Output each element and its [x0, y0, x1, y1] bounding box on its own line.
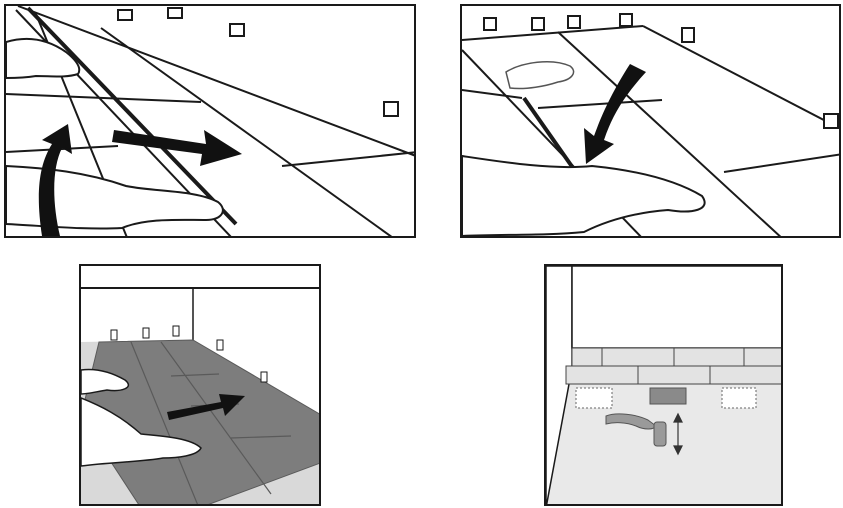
plank-seam — [170, 373, 220, 377]
spacer-block — [483, 17, 497, 31]
mallet-handle — [605, 413, 657, 430]
panel-step-1 — [4, 4, 416, 238]
lifted-plank-tongue — [26, 6, 238, 226]
floor-tile — [637, 365, 711, 385]
slide-right-arrow — [167, 394, 245, 420]
panel-4-illustration — [546, 266, 781, 504]
spacer-block — [681, 27, 695, 43]
plank-seam — [723, 153, 839, 173]
wall-base-line — [17, 6, 414, 157]
panel-1-illustration — [6, 6, 414, 236]
spacer-block — [531, 17, 545, 31]
panel-step-2 — [460, 4, 841, 238]
mallet-head — [653, 421, 667, 447]
spacer-block — [167, 7, 183, 19]
spacer-block — [619, 13, 633, 27]
plank-seam — [6, 145, 119, 153]
panel-2-illustration — [462, 13, 839, 236]
hand-lower — [81, 397, 202, 467]
floor-tile — [709, 365, 781, 385]
curved-lift-arrow — [38, 124, 72, 236]
plank-seam — [230, 435, 292, 439]
hand-top — [6, 37, 81, 79]
placed-piece-outline — [575, 387, 613, 409]
panel-step-3 — [79, 264, 321, 506]
hand-lower — [462, 154, 706, 236]
plank-seam — [462, 89, 523, 99]
hand-upper — [81, 368, 130, 395]
spacer-block — [823, 113, 839, 129]
spacer-block — [117, 9, 133, 21]
spacer-block — [172, 325, 180, 337]
plank-seam — [130, 341, 199, 504]
press-down-arrow — [584, 64, 646, 164]
panel-step-4 — [544, 264, 783, 506]
plank-seam — [281, 151, 414, 167]
wall-base-line — [462, 25, 644, 41]
spacer-block — [260, 371, 268, 383]
spacer-block — [110, 329, 118, 341]
spacer-block — [567, 15, 581, 29]
hand-upper — [505, 61, 575, 90]
spacer-block — [229, 23, 245, 37]
spacer-block — [216, 339, 224, 351]
plank-seam — [537, 99, 663, 109]
floor-tile — [565, 365, 639, 385]
back-wall — [571, 266, 781, 349]
tap-arrow-up-head — [673, 412, 683, 423]
spacer-block — [142, 327, 150, 339]
plank-seam — [6, 93, 202, 103]
placed-piece-outline — [721, 387, 757, 409]
floor-tile — [743, 347, 781, 367]
target-piece — [649, 387, 687, 405]
floor-tile — [571, 347, 603, 367]
tap-arrow-down-head — [673, 445, 683, 456]
hand-bottom — [6, 164, 224, 230]
push-right-arrow — [112, 130, 242, 166]
floor-tile — [601, 347, 675, 367]
wall-base-line — [642, 25, 839, 130]
spacer-block — [383, 101, 399, 117]
panel-3-illustration — [81, 287, 319, 504]
plank-edge — [557, 31, 782, 236]
plank-seam — [160, 341, 272, 495]
floor-tile — [673, 347, 745, 367]
plank-edge — [100, 27, 393, 236]
